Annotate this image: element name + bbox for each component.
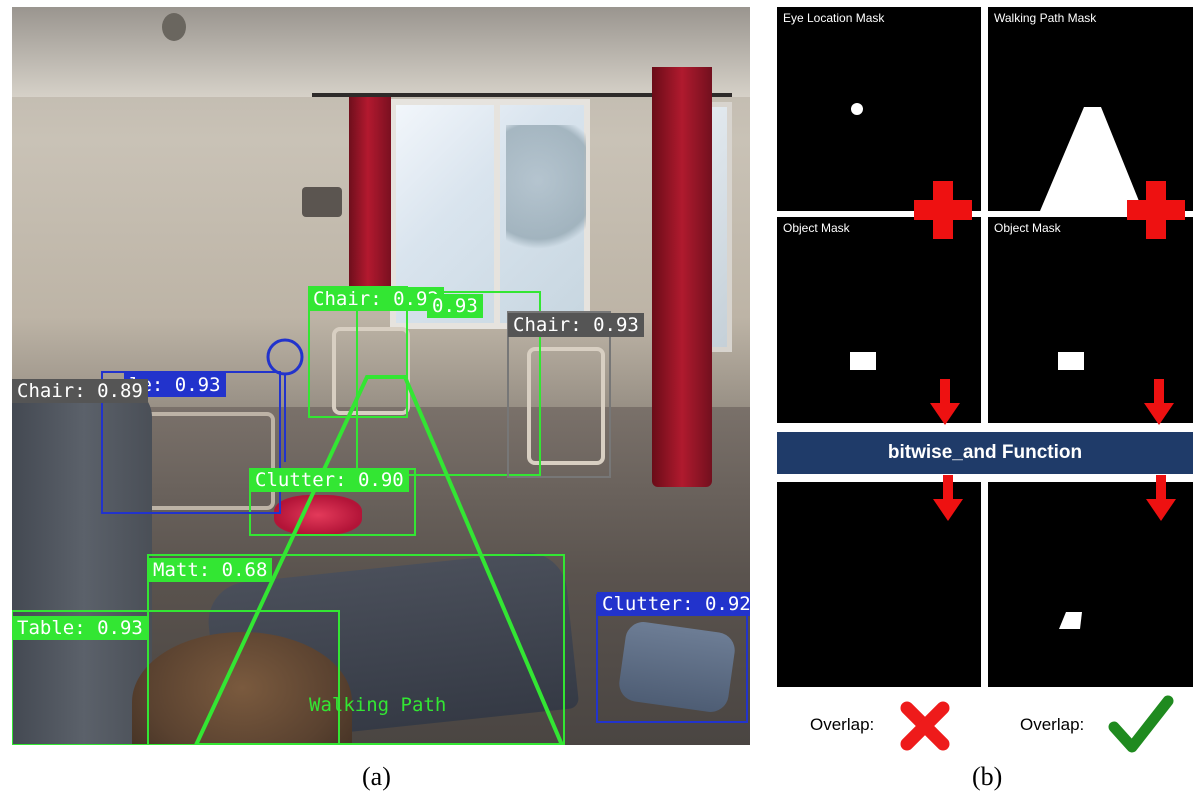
plus-icon [1127, 181, 1185, 239]
annotated-room-photo: Chair: 0.92 0.93 Chair: 0.93 le: 0.93 Ch… [12, 7, 750, 745]
check-icon [1108, 695, 1174, 753]
ceiling [12, 7, 750, 97]
plus-icon [914, 181, 972, 239]
floor-table [132, 632, 352, 745]
overlap-label-right: Overlap: [1020, 715, 1085, 734]
detection-label: Chair: 0.92 [308, 287, 444, 311]
walking-path-mask: Walking Path Mask [988, 7, 1193, 211]
overlap-shape [1059, 612, 1082, 629]
down-arrow-icon [1144, 379, 1174, 425]
down-arrow-icon [933, 475, 963, 521]
mask-title: Object Mask [783, 221, 850, 235]
caption-b: (b) [972, 762, 1003, 791]
bbox-table-blue [101, 371, 281, 514]
chair-shape [527, 347, 605, 465]
window-divider [494, 105, 500, 323]
walking-path-trapezoid [193, 375, 565, 745]
walking-path-shape [1040, 107, 1143, 211]
down-arrow-icon [930, 379, 960, 425]
mask-pipeline: Eye Location Mask Walking Path Mask Obje… [775, 7, 1195, 797]
mask-title: Object Mask [994, 221, 1061, 235]
walking-path-label: Walking Path [309, 694, 447, 716]
bbox-chair-093 [507, 311, 611, 478]
detection-label: Chair: 0.89 [12, 379, 148, 403]
eye-location-circle [266, 338, 304, 376]
detection-label: Clutter: 0.92 [597, 592, 750, 616]
object-rect [1058, 352, 1084, 370]
mask-title: Walking Path Mask [994, 11, 1097, 25]
cross-icon [900, 701, 950, 751]
detection-label: Chair: 0.93 [508, 313, 644, 337]
red-clutter [274, 495, 362, 535]
ceiling-fixture [162, 13, 186, 41]
object-rect [850, 352, 876, 370]
detection-label: Clutter: 0.90 [250, 468, 409, 492]
window-foliage [506, 125, 586, 265]
detection-label: Table: 0.93 [12, 616, 148, 640]
bbox-matt-068 [147, 554, 565, 745]
bbox-table-093 [12, 610, 340, 745]
bitwise-and-bar: bitwise_and Function [777, 432, 1193, 474]
eye-location-mask: Eye Location Mask [777, 7, 981, 211]
curtain-rod [312, 93, 732, 97]
mask-title: Eye Location Mask [783, 11, 885, 25]
detection-overlay [12, 286, 748, 745]
eye-dot [851, 103, 863, 115]
caption-a: (a) [362, 762, 391, 791]
down-arrow-icon [1146, 475, 1176, 521]
lamp [302, 187, 342, 217]
sofa [12, 387, 152, 745]
detection-label: 0.93 [427, 294, 483, 318]
detection-label: Matt: 0.68 [148, 558, 273, 582]
curtain-left [349, 97, 391, 302]
overlap-label-left: Overlap: [810, 715, 875, 734]
curtain-right [652, 67, 712, 487]
